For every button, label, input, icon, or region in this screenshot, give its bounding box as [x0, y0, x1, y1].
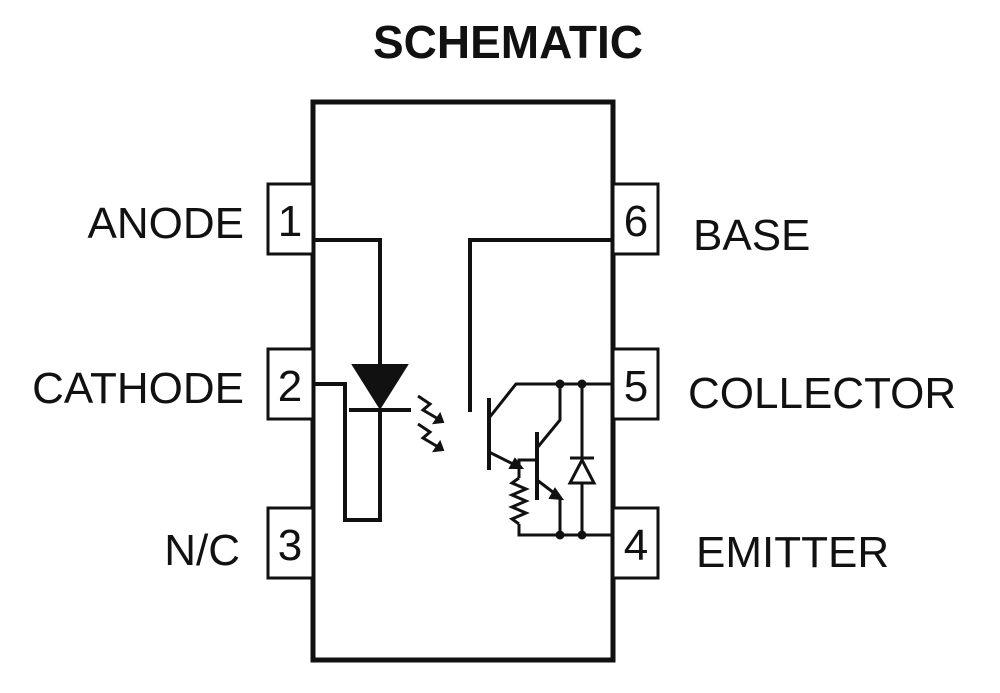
pin-4: 4 EMITTER [611, 506, 889, 580]
protection-diode [567, 384, 597, 535]
pin-5-box [611, 347, 660, 421]
light-ray-1 [417, 394, 441, 422]
junction-dot [577, 379, 587, 389]
junction-dot [555, 379, 565, 389]
pin-2-box [266, 347, 315, 421]
pin-6-label: BASE [693, 211, 810, 260]
pin-3-label: N/C [164, 526, 240, 575]
light-ray-1-head [431, 411, 445, 425]
light-emission-icon [417, 394, 445, 453]
q2-emitter-arrow [548, 487, 565, 501]
pin-1-label: ANODE [88, 199, 244, 248]
diagram-title: SCHEMATIC [373, 16, 643, 68]
pin-1-number: 1 [278, 197, 302, 246]
pin-2-number: 2 [278, 362, 302, 411]
pin-6-box [611, 182, 660, 256]
pin-3-number: 3 [278, 521, 302, 570]
pin-3-box [266, 506, 315, 580]
pin-6: 6 BASE [611, 182, 810, 260]
junction-dot [577, 530, 587, 540]
pin-3: 3 N/C [164, 506, 315, 580]
pin-4-label: EMITTER [696, 528, 889, 577]
ic-package-body [310, 99, 616, 663]
base-wire [468, 238, 613, 412]
pin-2-label: CATHODE [32, 364, 244, 413]
pin-2: 2 CATHODE [32, 347, 315, 421]
pin-4-number: 4 [624, 521, 648, 570]
pin-1: 1 ANODE [88, 182, 315, 256]
q2-collector [535, 384, 562, 449]
light-ray-2 [417, 422, 441, 450]
pin-1-box [266, 182, 315, 256]
q1-to-q2-link [517, 458, 537, 467]
pin-5-number: 5 [624, 362, 648, 411]
pin-4-box [611, 506, 660, 580]
anode-wire [313, 238, 382, 365]
led-diode-triangle [351, 364, 409, 410]
resistor-zigzag [508, 476, 530, 526]
cathode-wire [313, 382, 382, 522]
junction-dot [555, 530, 565, 540]
pin-5-label: COLLECTOR [688, 369, 956, 418]
pin-6-number: 6 [624, 197, 648, 246]
led-emitter [313, 238, 411, 522]
pin-5: 5 COLLECTOR [611, 347, 956, 421]
light-ray-2-head [431, 439, 445, 453]
